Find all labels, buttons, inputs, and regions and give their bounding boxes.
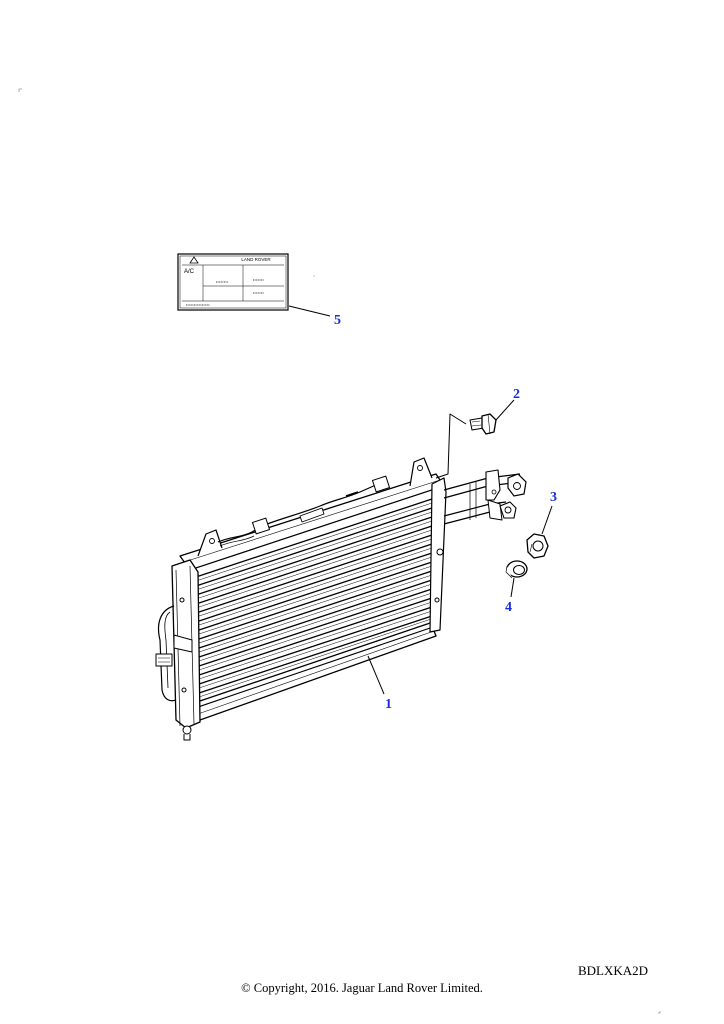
nut — [526, 533, 549, 559]
callout-1: 1 — [385, 697, 392, 712]
condenser-assembly — [155, 413, 521, 741]
grommet — [505, 560, 528, 579]
diagram-reference-code: BDLXKA2D — [578, 963, 649, 978]
callout-3: 3 — [550, 490, 557, 505]
callout-2: 2 — [513, 387, 520, 402]
leader-lines — [367, 399, 553, 695]
leader-line-2 — [495, 399, 515, 421]
leader-line-1 — [367, 655, 385, 695]
corner-mark — [658, 1011, 661, 1014]
callout-4: 4 — [505, 600, 512, 615]
callout-5: 5 — [334, 313, 341, 328]
bolt — [469, 413, 497, 435]
copyright-notice: © Copyright, 2016. Jaguar Land Rover Lim… — [241, 981, 483, 995]
label-card-ac: A/C — [184, 269, 195, 275]
leader-line-4 — [510, 577, 515, 598]
pipe-fitting — [499, 473, 527, 519]
label-card-header: LAND ROVER — [241, 257, 271, 262]
leader-line-3 — [541, 505, 553, 535]
ac-label-card: LAND ROVER A/C — [177, 253, 289, 311]
warning-triangle-icon — [189, 256, 199, 264]
leader-line-5 — [288, 305, 331, 317]
corner-mark — [18, 88, 22, 92]
